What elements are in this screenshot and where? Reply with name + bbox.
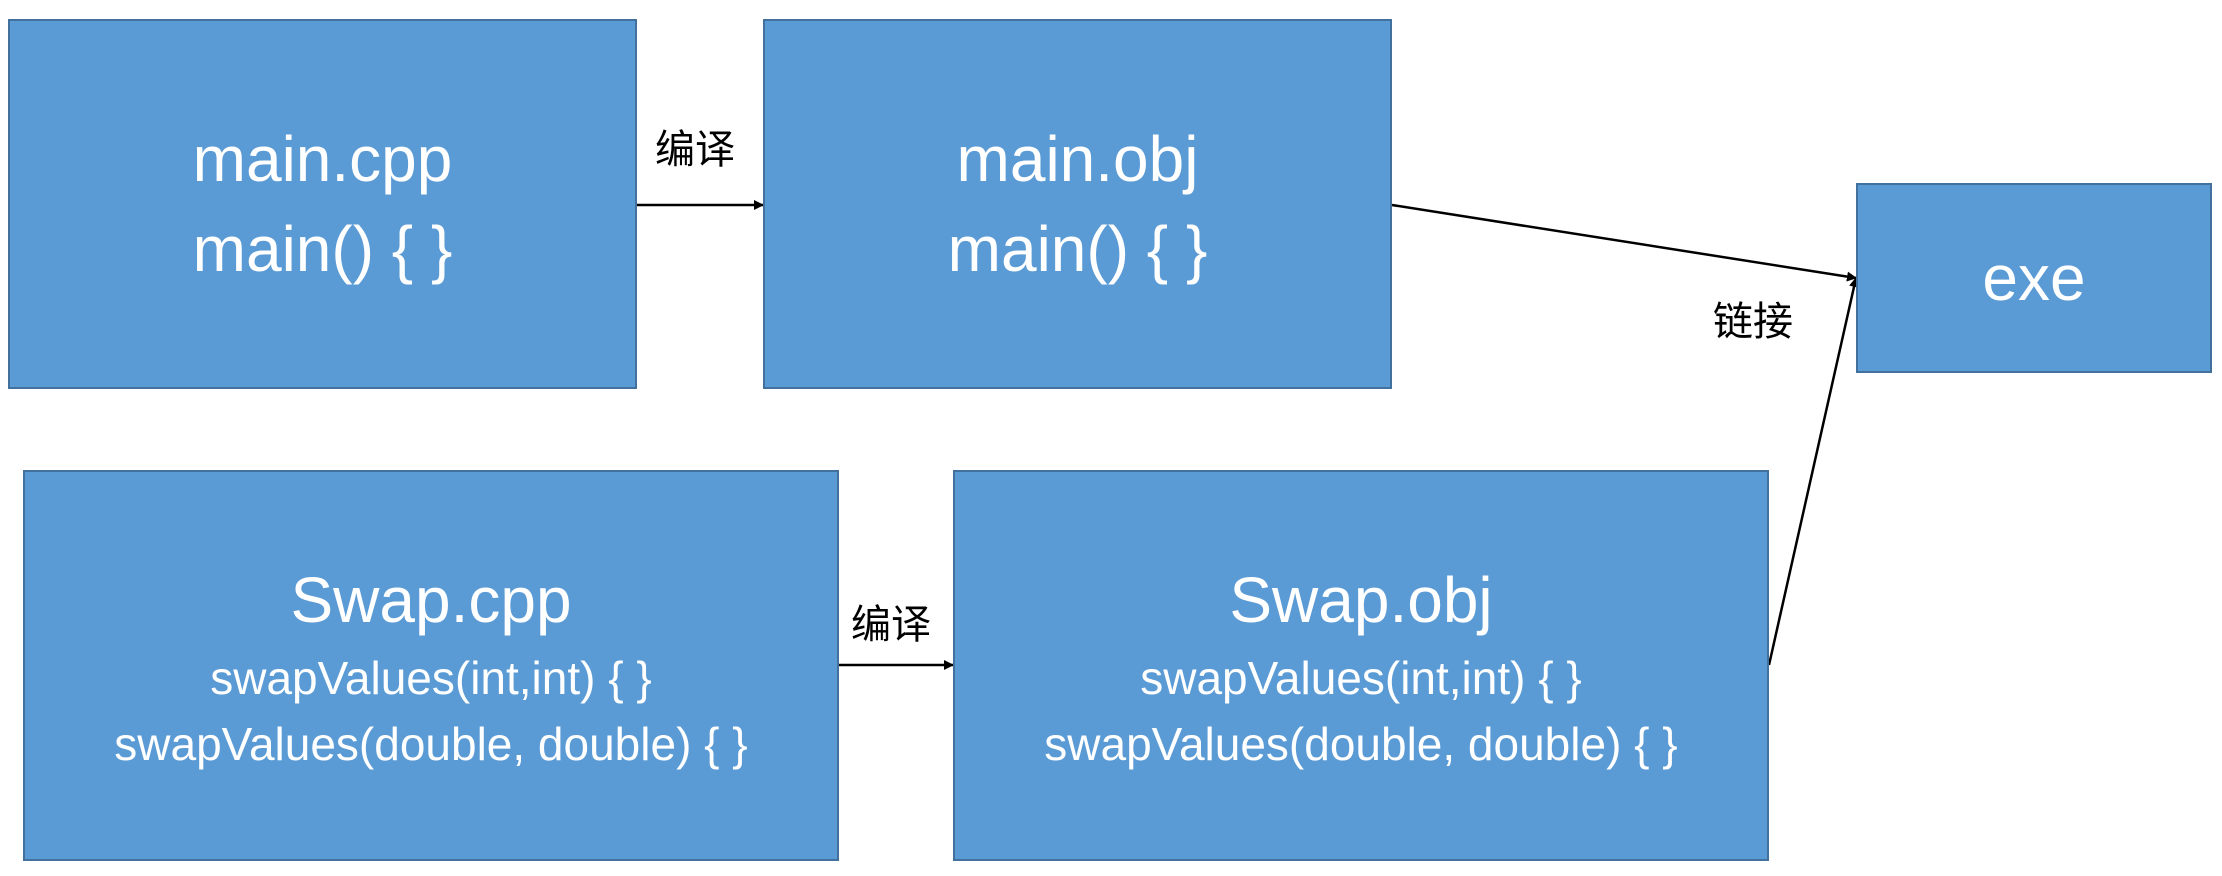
swap-cpp-box: Swap.cpp swapValues(int,int) { } swapVal… (23, 470, 839, 861)
swap-obj-func-double: swapValues(double, double) { } (1044, 717, 1678, 770)
link-arrow-main (1391, 203, 1857, 282)
swap-cpp-func-double: swapValues(double, double) { } (114, 717, 748, 770)
main-obj-title: main.obj (956, 123, 1199, 195)
swap-cpp-func-int: swapValues(int,int) { } (210, 651, 652, 704)
link-label: 链接 (1713, 299, 1793, 345)
main-cpp-title: main.cpp (192, 123, 453, 195)
exe-box: exe (1856, 183, 2212, 373)
main-cpp-func: main() { } (192, 213, 453, 285)
swap-obj-func-int: swapValues(int,int) { } (1140, 651, 1582, 704)
compile-label-top: 编译 (655, 127, 735, 173)
link-arrow-swap (1767, 277, 1859, 666)
main-obj-func: main() { } (947, 213, 1208, 285)
compile-label-bottom: 编译 (851, 602, 931, 648)
swap-cpp-title: Swap.cpp (290, 563, 572, 636)
main-obj-box: main.obj main() { } (763, 19, 1392, 389)
main-cpp-box: main.cpp main() { } (8, 19, 637, 389)
swap-obj-box: Swap.obj swapValues(int,int) { } swapVal… (953, 470, 1769, 861)
swap-obj-title: Swap.obj (1229, 563, 1493, 636)
exe-title: exe (1982, 242, 2086, 314)
